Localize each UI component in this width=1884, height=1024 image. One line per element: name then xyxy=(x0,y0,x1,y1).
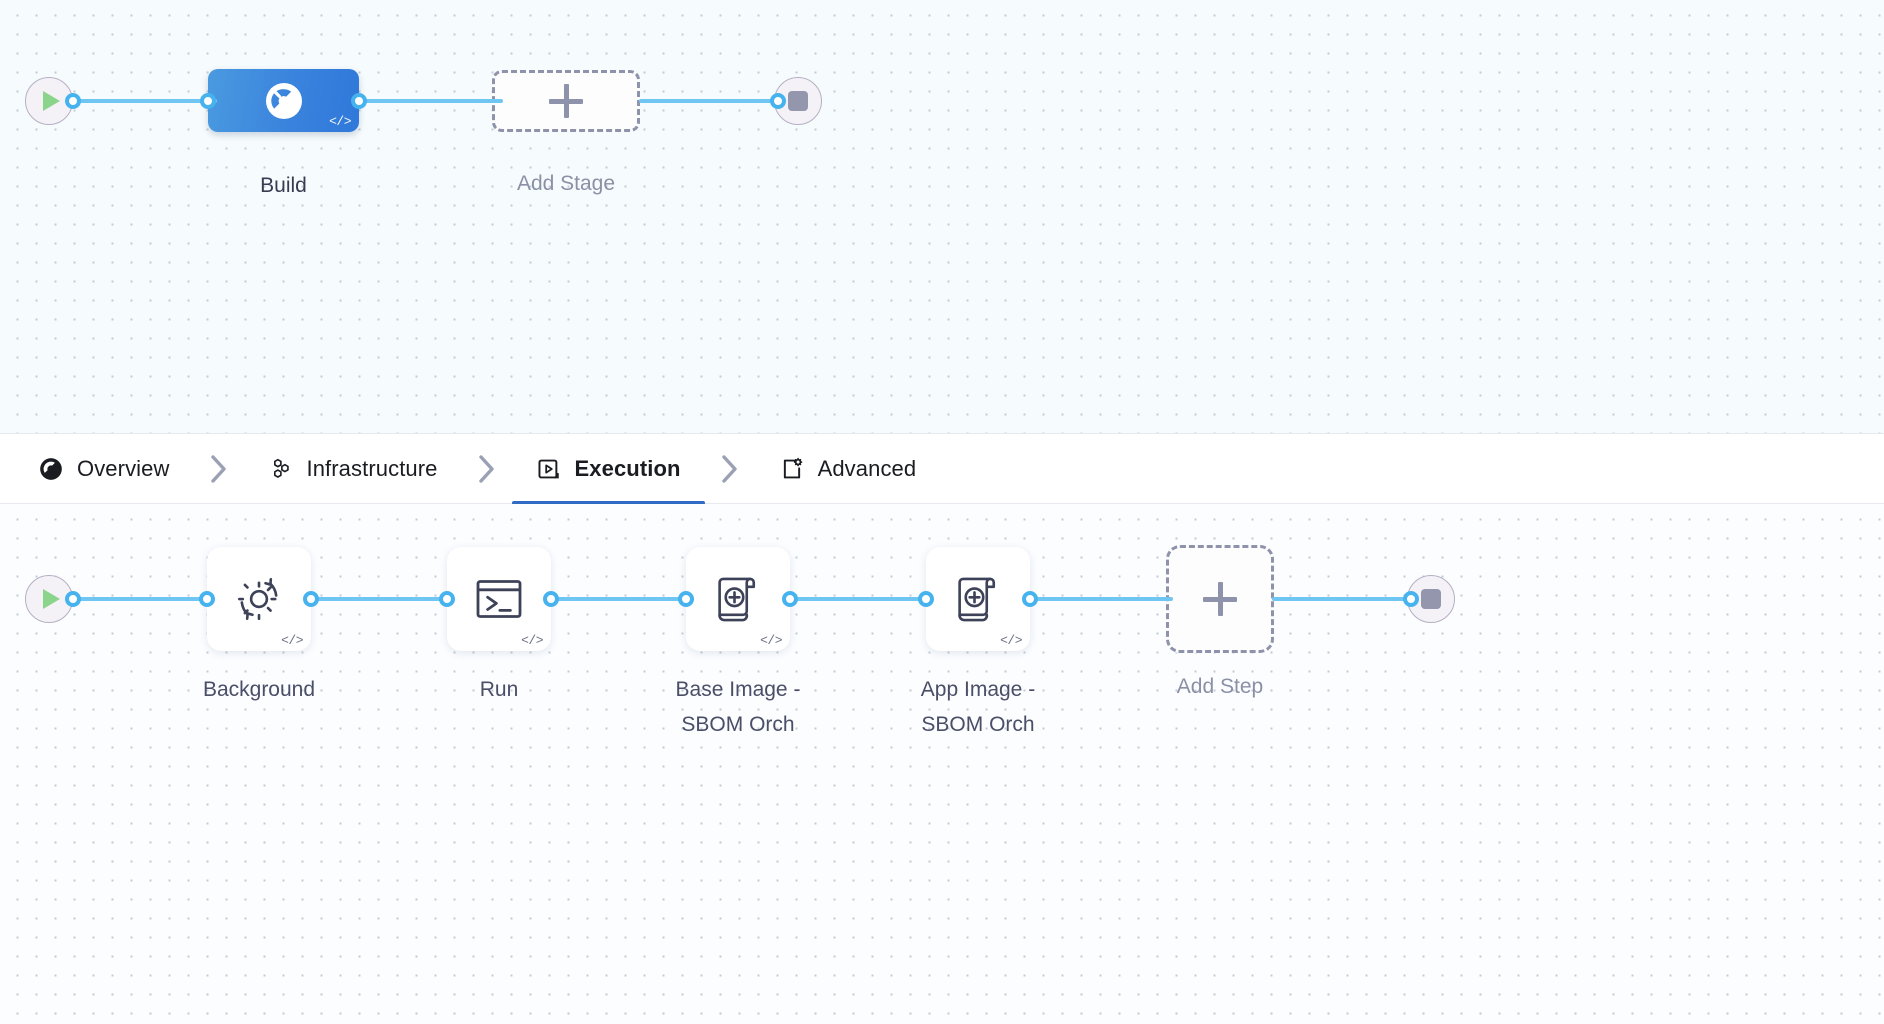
stage-config-tabs: Overview Infrastructure xyxy=(0,433,1884,505)
tab-overview[interactable]: Overview xyxy=(14,433,194,504)
step-start-node-port[interactable] xyxy=(65,591,81,607)
stage-start-node[interactable] xyxy=(25,77,81,125)
edge-start-to-build xyxy=(72,99,217,103)
plus-icon xyxy=(549,84,583,118)
step-label-background: Background xyxy=(202,678,316,701)
tab-separator-3 xyxy=(705,452,755,486)
step-end-node[interactable] xyxy=(1403,575,1455,623)
tab-advanced-label: Advanced xyxy=(817,455,917,481)
step-run-port-right[interactable] xyxy=(543,591,559,607)
step-card-base-image-sbom-orch[interactable]: </> xyxy=(686,547,790,651)
edge-baseimage-to-appimage xyxy=(790,597,933,601)
tab-execution[interactable]: Execution xyxy=(511,433,705,505)
step-label-app-image-sbom-orch: App Image - SBOM Orch xyxy=(920,678,1036,736)
stage-node-build[interactable]: </> xyxy=(200,69,367,132)
tab-separator-1 xyxy=(194,452,244,486)
play-frame-icon xyxy=(538,459,559,478)
terminal-icon xyxy=(476,580,522,618)
stage-yaml-badge[interactable]: </> xyxy=(329,114,351,129)
tab-infrastructure-label: Infrastructure xyxy=(306,455,438,481)
tab-execution-label: Execution xyxy=(574,455,681,481)
chevron-right-icon xyxy=(478,454,494,483)
step-node-background[interactable]: </> xyxy=(199,547,319,651)
step-card-run[interactable]: </> xyxy=(447,547,551,651)
edge-background-to-run xyxy=(311,597,454,601)
step-yaml-badge[interactable]: </> xyxy=(281,633,303,648)
step-node-run[interactable]: </> xyxy=(439,547,559,651)
chevron-right-icon xyxy=(210,454,226,483)
stage-build-port-right[interactable] xyxy=(351,93,367,109)
step-background-port-right[interactable] xyxy=(303,591,319,607)
stage-build-port-left[interactable] xyxy=(200,93,216,109)
start-node-port[interactable] xyxy=(65,93,81,109)
stage-pill-build[interactable]: </> xyxy=(208,69,359,132)
step-node-app-image-sbom-orch[interactable]: </> xyxy=(918,547,1038,651)
add-step-button[interactable] xyxy=(1166,545,1274,653)
harness-ci-icon xyxy=(265,82,302,119)
add-stage-node[interactable] xyxy=(492,70,640,132)
step-label-run: Run xyxy=(479,678,519,701)
tab-infrastructure[interactable]: Infrastructure xyxy=(244,433,462,504)
gear-refresh-icon xyxy=(238,578,278,620)
overview-pie-icon xyxy=(40,457,62,480)
step-background-port-left[interactable] xyxy=(199,591,215,607)
add-stage-button[interactable] xyxy=(492,70,640,132)
step-card-app-image-sbom-orch[interactable]: </> xyxy=(926,547,1030,651)
step-yaml-badge[interactable]: </> xyxy=(521,633,543,648)
stop-icon xyxy=(1421,589,1441,609)
step-app-image-port-right[interactable] xyxy=(1022,591,1038,607)
chevron-right-icon xyxy=(721,454,737,483)
step-base-image-port-left[interactable] xyxy=(678,591,694,607)
edge-addstage-to-end xyxy=(639,99,784,103)
hexagon-cluster-icon xyxy=(273,458,289,478)
play-icon xyxy=(43,589,60,609)
tab-separator-2 xyxy=(462,452,512,486)
play-icon xyxy=(43,91,60,111)
step-yaml-badge[interactable]: </> xyxy=(760,633,782,648)
edge-addstep-to-end xyxy=(1272,597,1415,601)
page-gear-icon xyxy=(783,457,802,478)
stage-graph-canvas[interactable]: </> Build Add Stage xyxy=(0,0,1884,433)
edge-build-to-addstage xyxy=(358,99,503,103)
step-start-node-circle[interactable] xyxy=(25,575,73,623)
sbom-scroll-icon xyxy=(958,577,996,622)
add-step-label: Add Step xyxy=(1176,675,1264,698)
step-start-node[interactable] xyxy=(25,575,81,623)
tab-advanced[interactable]: Advanced xyxy=(755,433,941,504)
step-end-node-port[interactable] xyxy=(1403,591,1419,607)
end-node-port[interactable] xyxy=(770,93,786,109)
step-yaml-badge[interactable]: </> xyxy=(1000,633,1022,648)
stage-label-build: Build xyxy=(260,174,307,197)
step-node-base-image-sbom-orch[interactable]: </> xyxy=(678,547,798,651)
tab-overview-label: Overview xyxy=(77,455,170,481)
edge-appimage-to-addstep xyxy=(1030,597,1173,601)
add-step-node[interactable] xyxy=(1166,545,1274,653)
sbom-scroll-icon xyxy=(718,577,756,622)
step-card-background[interactable]: </> xyxy=(207,547,311,651)
stage-end-node[interactable] xyxy=(770,77,822,125)
step-base-image-port-right[interactable] xyxy=(782,591,798,607)
step-app-image-port-left[interactable] xyxy=(918,591,934,607)
step-graph-canvas[interactable]: </> Background </> Run xyxy=(0,504,1884,1024)
add-stage-label: Add Stage xyxy=(516,172,616,195)
edge-start-to-background xyxy=(72,597,215,601)
plus-icon xyxy=(1203,582,1237,616)
step-label-base-image-sbom-orch: Base Image - SBOM Orch xyxy=(675,678,801,736)
stop-icon xyxy=(788,91,808,111)
edge-run-to-baseimage xyxy=(551,597,694,601)
step-run-port-left[interactable] xyxy=(439,591,455,607)
